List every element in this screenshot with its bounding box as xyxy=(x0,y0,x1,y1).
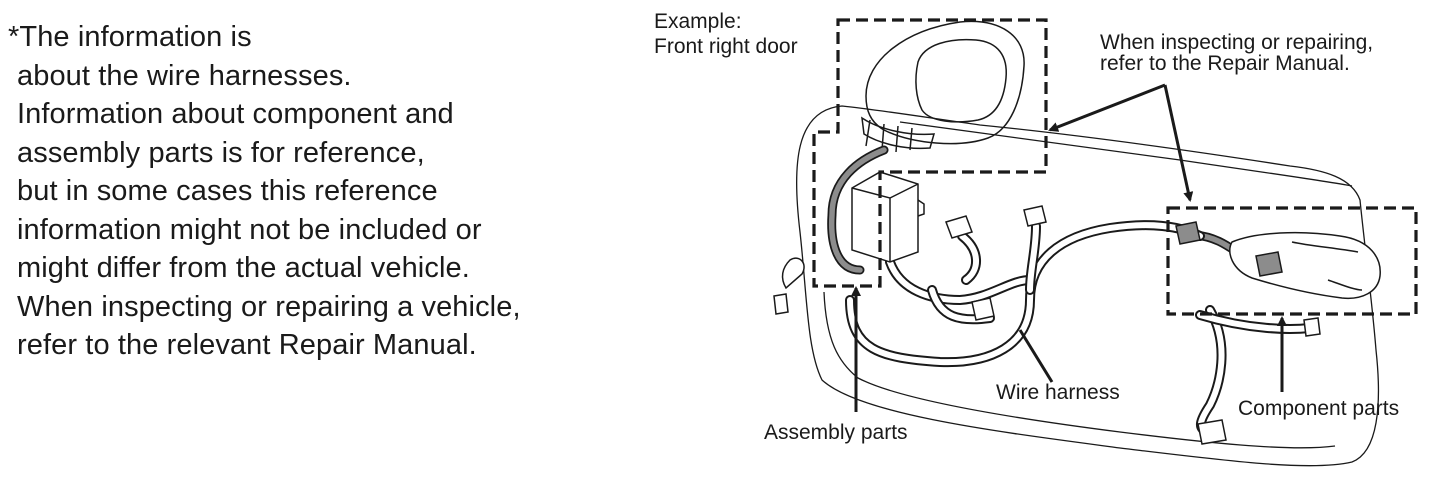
notice-line: *The information is xyxy=(8,21,252,53)
door-trim-line xyxy=(899,121,1353,187)
wire-harness-main xyxy=(845,220,1315,437)
wiring-clip xyxy=(773,257,805,315)
middle-harness-connector xyxy=(971,297,995,321)
harness-upper-branch xyxy=(887,259,1033,303)
repair-callout-line1: When inspecting or repairing, xyxy=(1100,31,1374,54)
repair-arrow-left xyxy=(1048,83,1166,132)
notice-line: Information about component and xyxy=(17,98,454,130)
repair-arrow-right xyxy=(1163,84,1194,202)
notice-line: assembly parts is for reference, xyxy=(17,136,425,169)
notice-line: When inspecting or repairing a vehicle, xyxy=(17,290,521,323)
inside-handle xyxy=(1229,231,1381,300)
door-outline xyxy=(795,105,1380,467)
mirror-glass xyxy=(915,38,1007,123)
mirror-pins xyxy=(865,119,913,153)
notice-line: information might not be included or xyxy=(17,213,482,246)
harness-left-connector-lead xyxy=(959,233,979,283)
dashed-highlights xyxy=(812,18,1418,316)
example-value: Front right door xyxy=(654,35,798,58)
left-harness-connector xyxy=(945,215,973,239)
assembly-module xyxy=(851,171,925,263)
top-harness-connector xyxy=(1023,205,1047,227)
door-inner-outline xyxy=(823,291,1336,449)
leader-arrows xyxy=(851,83,1287,412)
wire-harness-arrow xyxy=(1018,329,1054,383)
harness-mirror-lead xyxy=(828,147,887,273)
notice-text: *The information is about the wire harne… xyxy=(8,18,608,365)
side-mirror xyxy=(861,20,1025,153)
wire-harness-label: Wire harness xyxy=(996,381,1120,404)
notice-line: but in some cases this reference xyxy=(17,175,438,207)
notice-line: about the wire harnesses. xyxy=(17,59,352,92)
handle-connector xyxy=(1175,221,1201,245)
parts xyxy=(773,171,1381,445)
bottom-harness-connector xyxy=(1197,419,1227,445)
door-panel-outline xyxy=(795,105,1380,467)
notice-line: might differ from the actual vehicle. xyxy=(17,252,470,284)
assembly-parts-box xyxy=(812,18,1048,288)
harness-trunk-fill xyxy=(847,222,1203,366)
component-parts-box xyxy=(1166,206,1418,316)
example-label: Example: xyxy=(654,10,742,33)
notice-line: refer to the relevant Repair Manual. xyxy=(17,329,477,361)
harness-upper-branch xyxy=(885,257,1035,305)
harness-lower-right xyxy=(1198,307,1225,435)
harness-right-connector-lead xyxy=(1027,223,1039,293)
mirror-housing xyxy=(865,20,1025,145)
repair-callout-line2: refer to the Repair Manual. xyxy=(1100,52,1350,75)
harness-right-tail xyxy=(1197,312,1313,332)
assembly-parts-label: Assembly parts xyxy=(764,421,908,444)
component-parts-label: Component parts xyxy=(1238,397,1400,420)
handle-connector-2 xyxy=(1255,251,1283,277)
right-tail-connector xyxy=(1303,317,1321,337)
